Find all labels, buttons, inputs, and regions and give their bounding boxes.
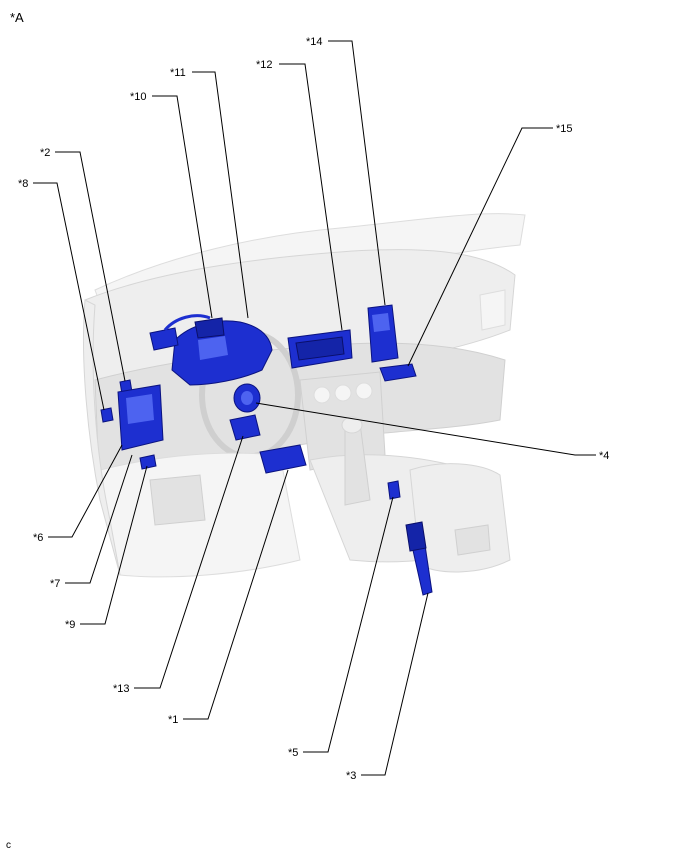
callout-label-2: *2 [40, 147, 50, 159]
callout-label-13: *13 [113, 683, 130, 695]
leader-line-1 [183, 469, 289, 720]
component-5 [387, 480, 401, 500]
leader-line-7 [65, 454, 133, 584]
leader-line-12 [279, 63, 343, 331]
leader-line-8 [33, 182, 105, 411]
leader-line-4 [255, 402, 596, 456]
leader-line-10 [152, 95, 213, 319]
leader-line-3 [361, 592, 429, 776]
callout-label-3: *3 [346, 770, 356, 782]
leader-line-15 [407, 127, 553, 367]
view-label: *A [10, 10, 24, 25]
callout-label-11: *11 [170, 67, 186, 79]
callout-labels: *A *14 *12 *11 *10 *15 *2 *8 *4 *6 *7 *9… [6, 10, 609, 851]
callout-label-1: *1 [168, 714, 178, 726]
component-15-sensor [379, 363, 417, 382]
leader-line-11 [192, 71, 249, 319]
callout-label-4: *4 [599, 450, 609, 462]
corner-label: c [6, 840, 11, 851]
leader-lines [33, 40, 596, 776]
component-1-airbag-sensor [259, 444, 307, 474]
leader-line-5 [303, 496, 394, 753]
component-9 [139, 454, 157, 470]
callout-label-5: *5 [288, 747, 298, 759]
component-13 [229, 414, 261, 441]
leader-line-2 [55, 151, 126, 382]
callout-label-8: *8 [18, 178, 28, 190]
callout-label-7: *7 [50, 578, 60, 590]
callout-label-14: *14 [306, 36, 323, 48]
callout-label-12: *12 [256, 59, 273, 71]
callout-label-15: *15 [556, 123, 573, 135]
leader-line-9 [80, 465, 148, 625]
callout-label-6: *6 [33, 532, 43, 544]
leader-line-14 [328, 40, 386, 306]
component-8 [100, 407, 114, 423]
leader-line-6 [48, 444, 123, 538]
callout-label-9: *9 [65, 619, 75, 631]
highlighted-components [100, 304, 433, 596]
callout-label-10: *10 [130, 91, 147, 103]
leader-line-13 [134, 435, 244, 689]
